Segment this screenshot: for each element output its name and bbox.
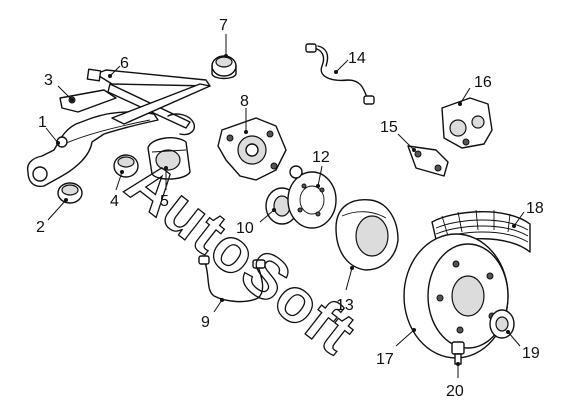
callout-19: 19 [506, 330, 540, 362]
sensor-wire-part [198, 255, 266, 303]
callout-18: 18 [512, 200, 544, 228]
strut-bushing-part [147, 137, 191, 180]
callout-label: 10 [236, 220, 254, 237]
callout-15: 15 [380, 119, 416, 152]
callout-label: 12 [312, 149, 330, 166]
dust-shield-part [287, 171, 337, 229]
center-seal-part [289, 165, 303, 179]
callout-label: 6 [120, 55, 129, 72]
callout-3: 3 [44, 72, 74, 102]
callout-6: 6 [108, 55, 129, 78]
callout-16: 16 [458, 74, 492, 106]
callout-13: 13 [336, 266, 354, 314]
brake-line-part [305, 43, 375, 105]
callout-label: 15 [380, 119, 398, 136]
wheel-hub-part [335, 199, 399, 271]
callout-label: 17 [376, 351, 394, 368]
hub-cap-part [489, 309, 515, 339]
callout-10: 10 [236, 208, 276, 237]
callout-label: 20 [446, 383, 464, 400]
callout-17: 17 [376, 328, 416, 368]
pad-bracket-part [407, 145, 449, 177]
watermark-text: AutoSoft [114, 148, 369, 368]
callout-label: 19 [522, 345, 540, 362]
wheel-bolt-part [451, 341, 465, 365]
callout-5: 5 [160, 166, 169, 210]
callout-label: 18 [526, 200, 544, 217]
steering-knuckle-part [217, 117, 287, 181]
tie-rod-part [86, 68, 211, 136]
callout-2: 2 [36, 198, 68, 236]
callout-20: 20 [446, 362, 464, 400]
rubber-mount-part [211, 55, 237, 80]
callout-7: 7 [219, 17, 228, 58]
callout-label: 16 [474, 74, 492, 91]
callout-label: 5 [160, 193, 169, 210]
wheel-rim-part [403, 233, 509, 359]
control-arm-part [26, 111, 159, 188]
callout-label: 3 [44, 72, 53, 89]
callout-label: 4 [110, 193, 119, 210]
callout-9: 9 [201, 298, 224, 331]
callout-label: 7 [219, 17, 228, 34]
callout-1: 1 [38, 114, 60, 145]
callout-label: 9 [201, 314, 210, 331]
seal-part [265, 187, 299, 225]
bracket-part [59, 89, 117, 113]
bushing-part [57, 182, 83, 204]
callout-4: 4 [110, 170, 124, 210]
callout-8: 8 [240, 93, 249, 134]
callout-label: 13 [336, 297, 354, 314]
callout-label: 1 [38, 114, 47, 131]
small-bushing-part [113, 154, 139, 178]
callout-12: 12 [312, 149, 330, 188]
callout-label: 14 [348, 50, 366, 67]
callout-14: 14 [334, 50, 366, 74]
callout-label: 2 [36, 219, 45, 236]
callout-label: 8 [240, 93, 249, 110]
brake-caliper-part [441, 97, 493, 149]
